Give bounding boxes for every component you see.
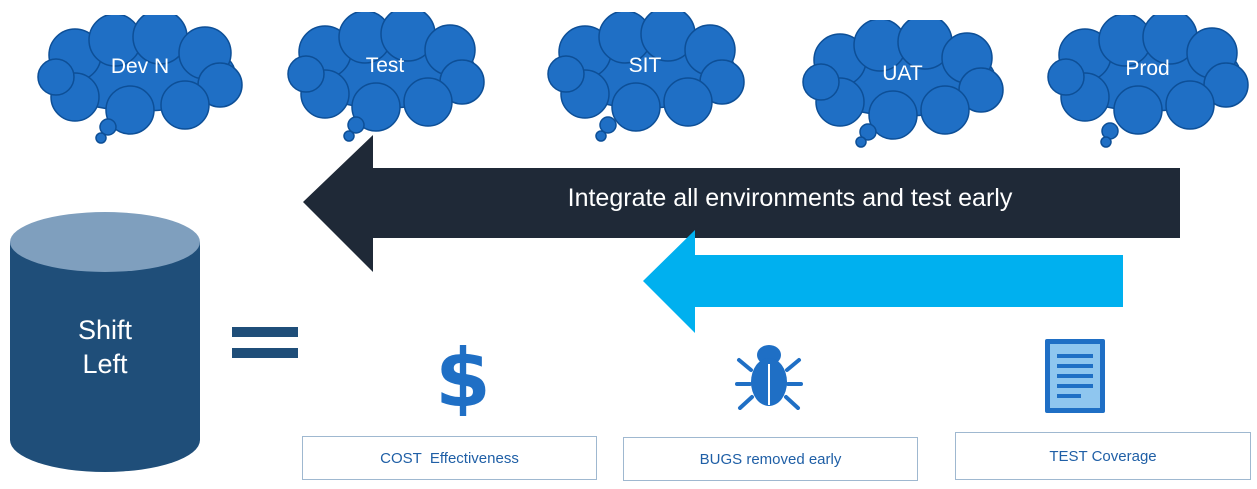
env-label-prod: Prod <box>1125 57 1170 80</box>
shift-label-line2: Left <box>82 349 128 379</box>
cloud-icon <box>802 20 1004 148</box>
env-label-sit: SIT <box>628 54 662 77</box>
env-label-dev-n: Dev N <box>110 55 170 78</box>
benefit-test-label: TEST Coverage <box>1049 447 1157 465</box>
cloud-icon <box>547 12 745 142</box>
equals-icon <box>232 327 298 358</box>
cloud-uat: UAT <box>795 20 1010 150</box>
benefit-cost-box: COST Effectiveness <box>302 436 597 480</box>
cloud-icon <box>287 12 485 142</box>
benefit-cost-label: COST Effectiveness <box>380 449 519 467</box>
cloud-dev-n: Dev N <box>30 15 250 145</box>
dark-arrow <box>303 135 1180 272</box>
light-arrow <box>643 230 1123 333</box>
cloud-icon <box>1047 15 1249 148</box>
document-icon <box>1045 339 1105 413</box>
dollar-icon: $ <box>435 336 491 416</box>
arrow-label: Integrate all environments and test earl… <box>567 184 1013 212</box>
benefit-test-box: TEST Coverage <box>955 432 1251 480</box>
env-label-uat: UAT <box>882 62 923 85</box>
bug-icon <box>735 345 803 410</box>
svg-text:$: $ <box>435 336 491 416</box>
cloud-test: Test <box>280 12 490 142</box>
env-label-test: Test <box>365 54 405 77</box>
shift-left-label: Shift Left <box>40 313 170 381</box>
shift-label-line1: Shift <box>77 315 133 345</box>
benefit-bugs-box: BUGS removed early <box>623 437 918 481</box>
cloud-sit: SIT <box>540 12 750 142</box>
cloud-icon <box>37 15 243 144</box>
cloud-prod: Prod <box>1040 15 1255 150</box>
database-cylinder-icon <box>10 212 200 472</box>
benefit-bugs-label: BUGS removed early <box>699 450 842 468</box>
